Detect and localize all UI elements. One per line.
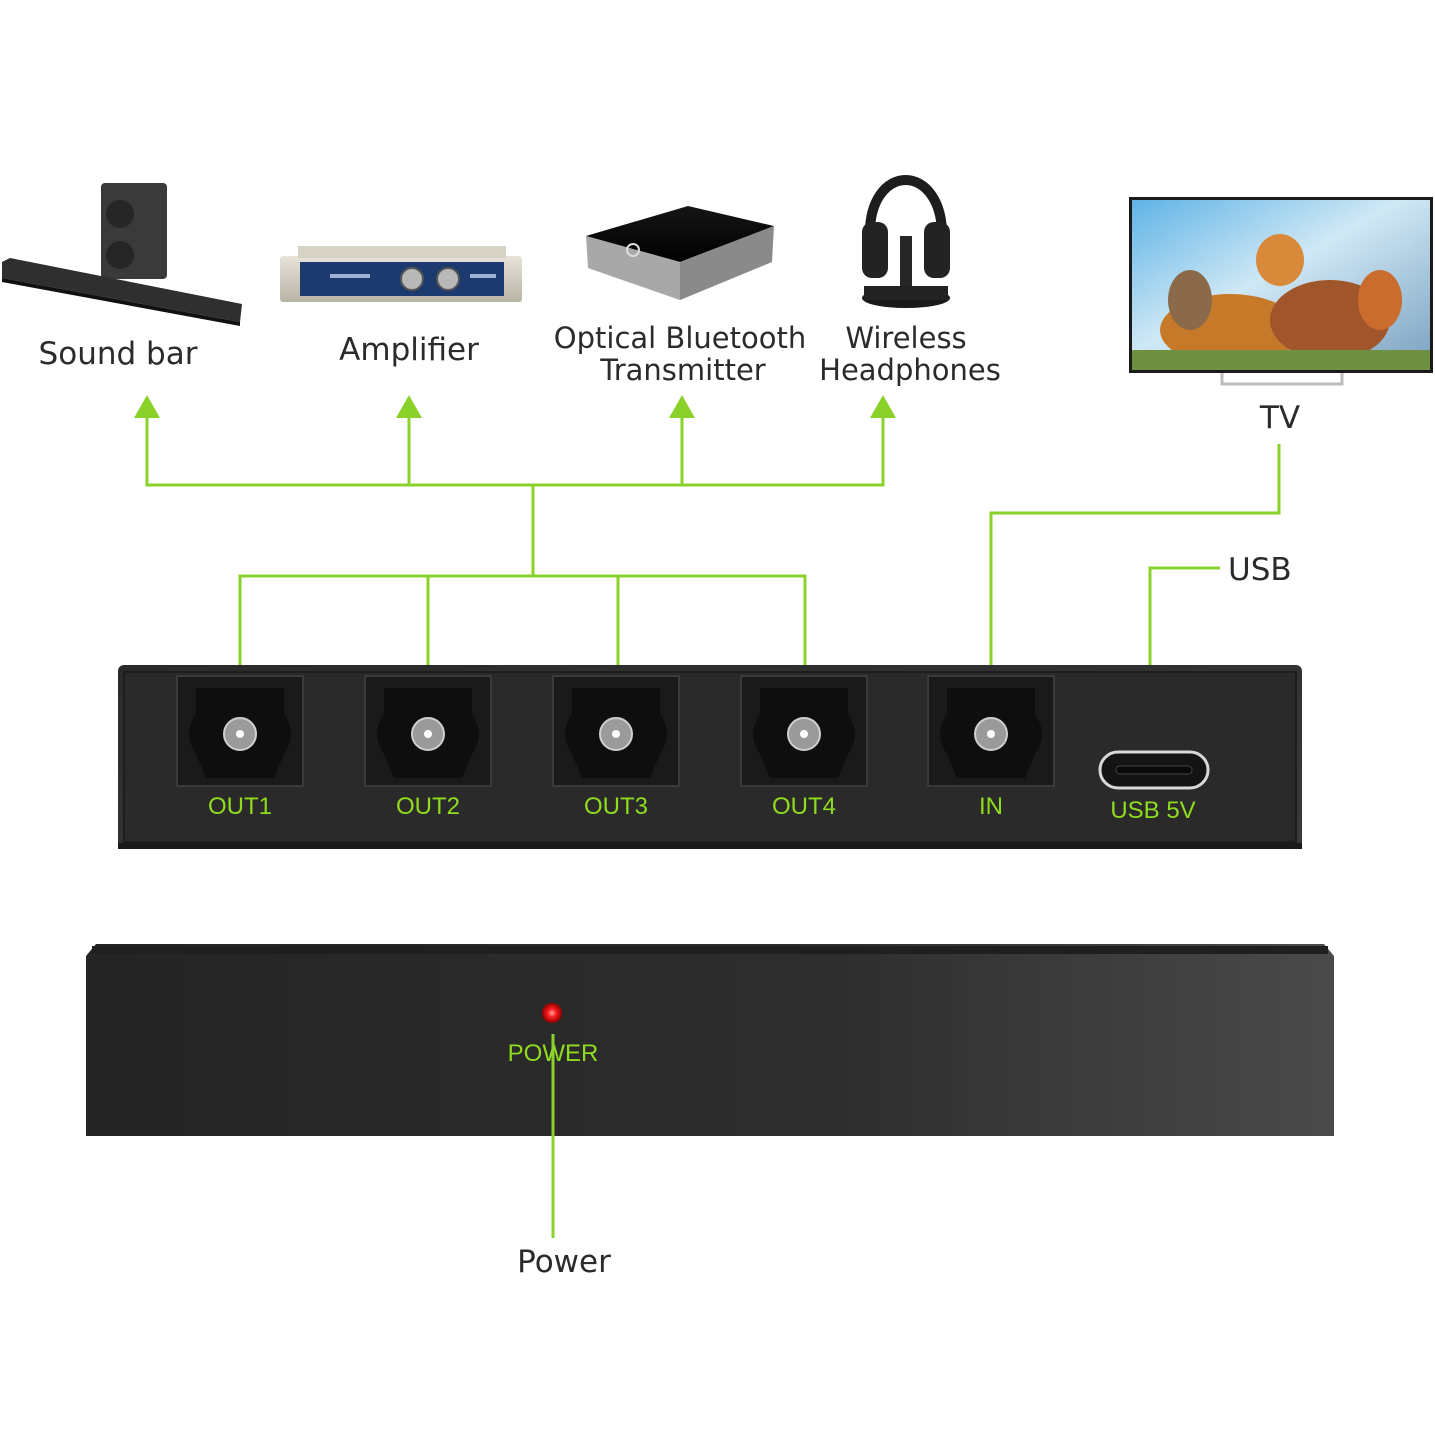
power-led <box>542 1003 562 1023</box>
soundbar-label: Sound bar <box>39 336 198 372</box>
headphones-icon <box>862 175 950 308</box>
headphones-label-line1: Wireless <box>845 321 966 355</box>
usb-port-label: USB 5V <box>1110 797 1195 824</box>
power-callout-label: Power <box>517 1244 611 1280</box>
optical-port-out4[interactable] <box>740 675 868 787</box>
optical-port-out3[interactable] <box>552 675 680 787</box>
arrow-up-soundbar <box>134 395 160 418</box>
bt-transmitter-label-line2: Transmitter <box>599 353 766 387</box>
usb-callout-label: USB <box>1228 552 1292 588</box>
arrow-up-amplifier <box>396 395 422 418</box>
splitter-front-panel <box>86 944 1334 1136</box>
optical-port-out1[interactable] <box>176 675 304 787</box>
optical-port-in[interactable] <box>927 675 1055 787</box>
amplifier-label: Amplifier <box>339 332 479 368</box>
arrow-up-transmitter <box>669 395 695 418</box>
port-label-out3: OUT3 <box>584 793 648 820</box>
soundbar-icon <box>2 183 242 326</box>
amplifier-icon <box>280 246 522 302</box>
usb-c-port[interactable] <box>1098 750 1210 790</box>
port-label-out1: OUT1 <box>208 793 272 820</box>
port-label-out2: OUT2 <box>396 793 460 820</box>
optical-port-out2[interactable] <box>364 675 492 787</box>
bt-transmitter-label-line1: Optical Bluetooth <box>554 321 806 355</box>
tv-icon <box>1129 197 1433 386</box>
port-label-out4: OUT4 <box>772 793 836 820</box>
arrow-up-headphones <box>870 395 896 418</box>
output-connection-lines <box>145 412 885 735</box>
tv-label: TV <box>1259 400 1300 436</box>
port-label-in: IN <box>979 793 1003 820</box>
bluetooth-transmitter-icon <box>586 206 774 300</box>
tv-input-line <box>989 444 1281 700</box>
headphones-label-line2: Headphones <box>819 353 1001 387</box>
